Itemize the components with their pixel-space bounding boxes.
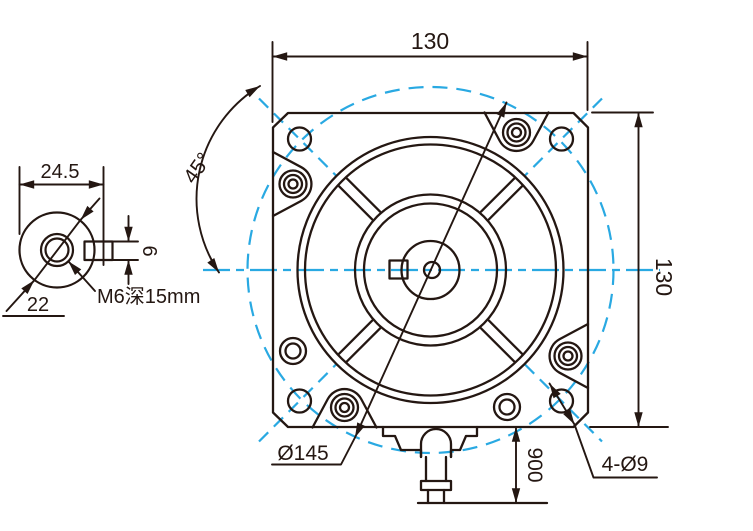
diag-centerline-bottom-left <box>258 363 337 443</box>
dim-text-bolt-circle: Ø145 <box>277 442 328 465</box>
dim-text-right-height: 130 <box>651 258 677 296</box>
dim-top-width <box>271 41 589 123</box>
dim-angle-arc <box>195 85 261 274</box>
key-profile <box>83 240 114 262</box>
diag-centerline-top-right <box>524 97 603 177</box>
shaft-outline-circle <box>18 211 96 289</box>
thread-label: M6深15mm <box>97 285 200 308</box>
dim-text-shaft-width: 24.5 <box>41 161 80 183</box>
dim-bolt-circle <box>271 101 508 466</box>
dim-text-lead-length: 900 <box>523 447 546 482</box>
flange-outline <box>271 111 590 429</box>
cable-connector <box>381 425 549 505</box>
bolt-hole-top-left <box>286 126 313 152</box>
dim-text-shaft-diameter: 22 <box>27 294 49 316</box>
dim-text-angle: 45° <box>179 149 216 188</box>
dim-bolt-holes <box>548 382 658 479</box>
tapped-hole-outer <box>39 232 75 268</box>
shaft-detail-view: 24.5 22 M6深15mm 6 <box>2 161 200 317</box>
thread-leader <box>67 260 96 292</box>
dim-key-height <box>111 215 139 285</box>
dim-text-bolt-holes: 4-Ø9 <box>602 453 649 476</box>
bolt-hole-top-right <box>548 126 575 152</box>
dim-text-top-width: 130 <box>411 28 449 54</box>
bolt-hole-bottom-left <box>286 388 313 414</box>
washer-pads <box>278 336 522 422</box>
dim-shaft-width <box>18 166 105 266</box>
dim-right-height <box>589 111 669 428</box>
dim-text-key-height: 6 <box>138 245 160 256</box>
diag-centerline-top-left <box>258 97 337 177</box>
tapped-hole-inner <box>44 237 70 263</box>
screw-pad-gusset <box>271 150 313 218</box>
dim-shaft-diameter <box>2 197 101 317</box>
